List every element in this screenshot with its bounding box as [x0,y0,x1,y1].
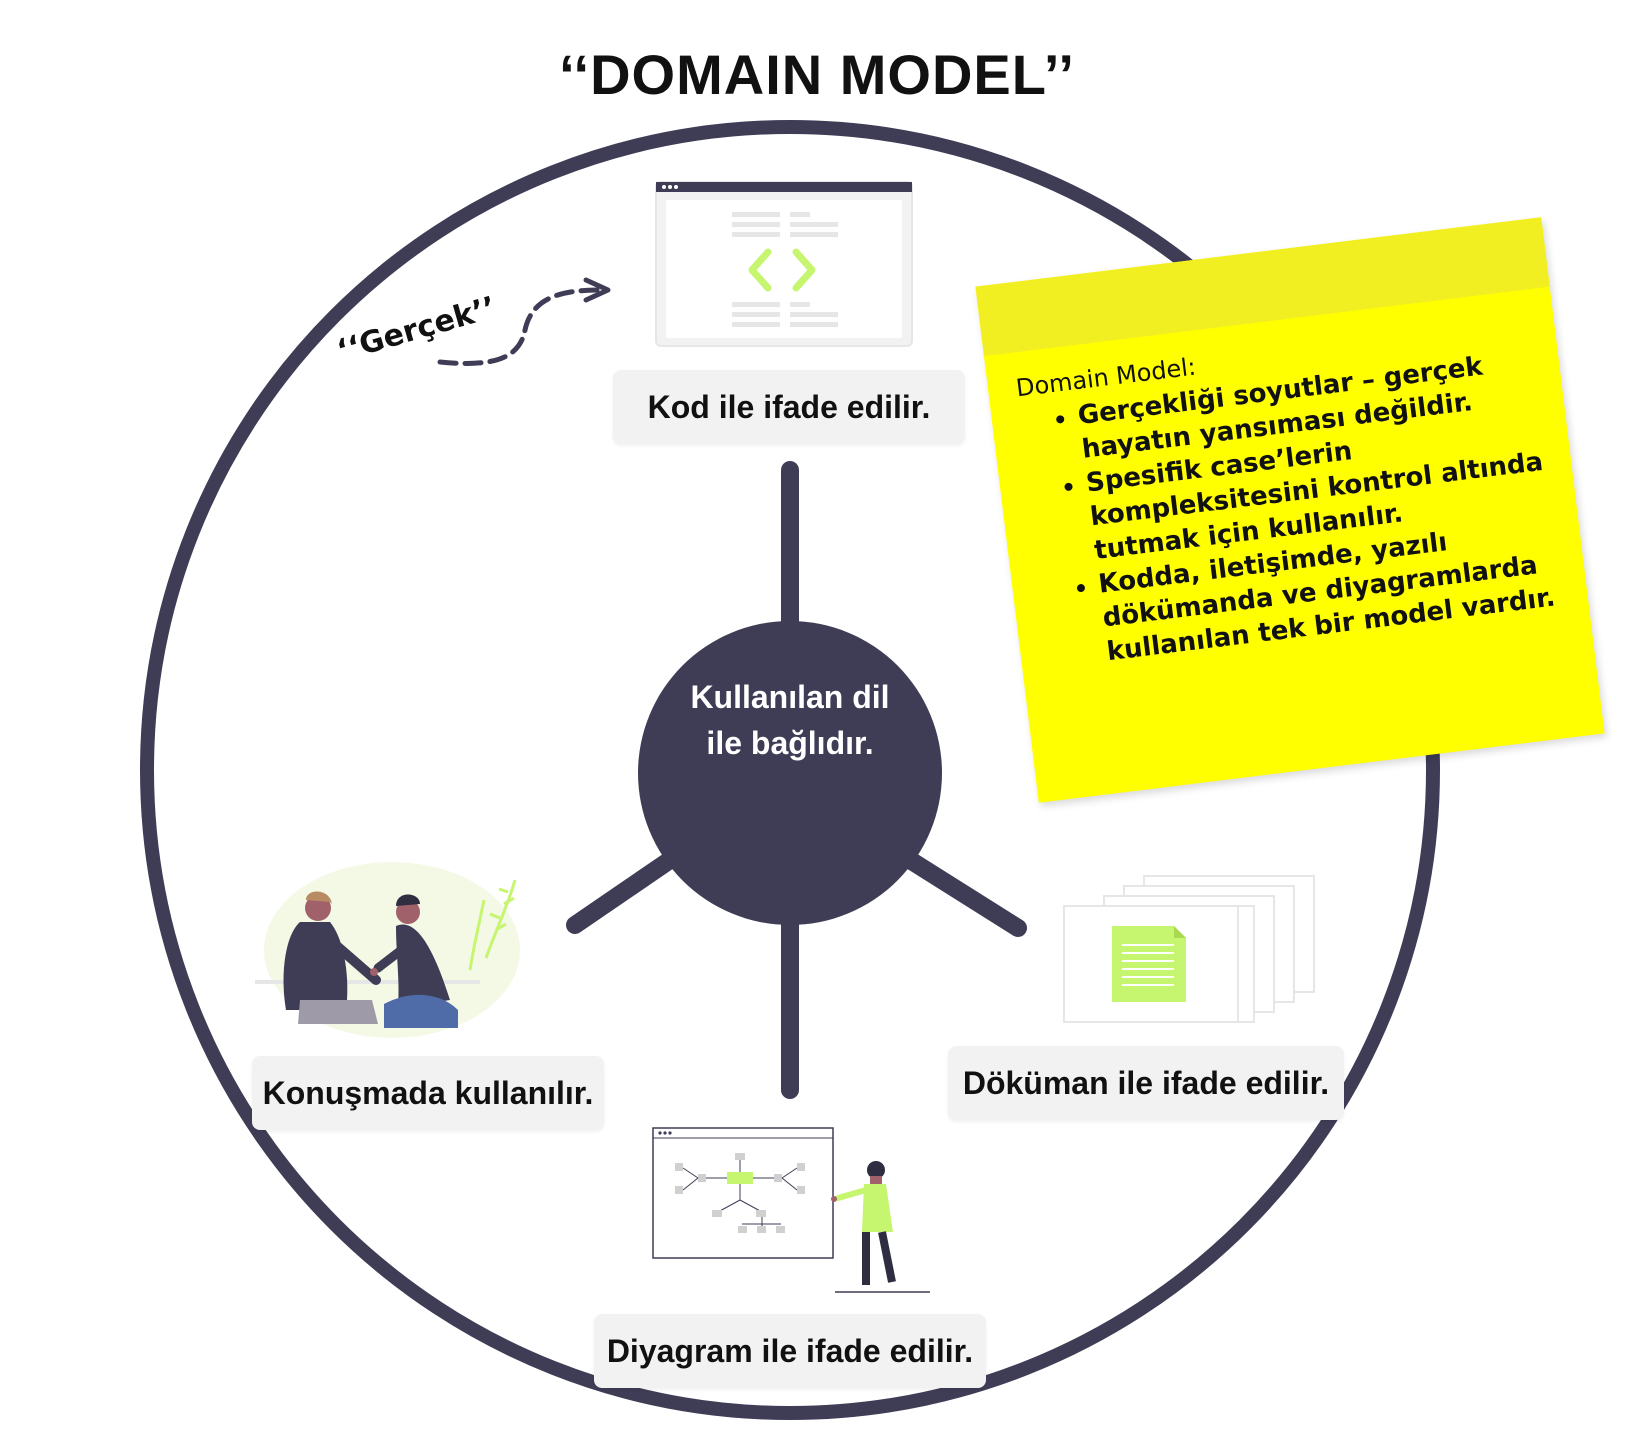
code-label: Kod ile ifade edilir. [613,370,965,444]
document-stack-illustration [1063,875,1315,1023]
conversation-label: Konuşmada kullanılır. [252,1056,604,1130]
diagram-label: Diyagram ile ifade edilir. [594,1314,986,1388]
sticky-note: Domain Model: Gerçekliği soyutlar – gerç… [975,217,1605,803]
center-text: Kullanılan dil ile bağlıdır. [640,630,940,810]
outer-circle [140,120,1440,1420]
center-text-line-1: Kullanılan dil [690,679,890,715]
diagram-presentation-illustration [652,1127,930,1293]
code-window-illustration [655,181,913,347]
center-text-line-2: ile bağlıdır. [706,725,874,761]
dashed-arrow [437,277,611,366]
center-circle [638,621,942,925]
conversation-illustration [255,862,520,1038]
spoke-right [901,851,1027,937]
diagram-title: ‘‘DOMAIN MODEL’’ [559,43,1075,106]
sticky-note-content: Domain Model: Gerçekliği soyutlar – gerç… [1014,310,1577,676]
spoke-left [566,851,679,934]
document-label: Döküman ile ifade edilir. [948,1046,1344,1120]
